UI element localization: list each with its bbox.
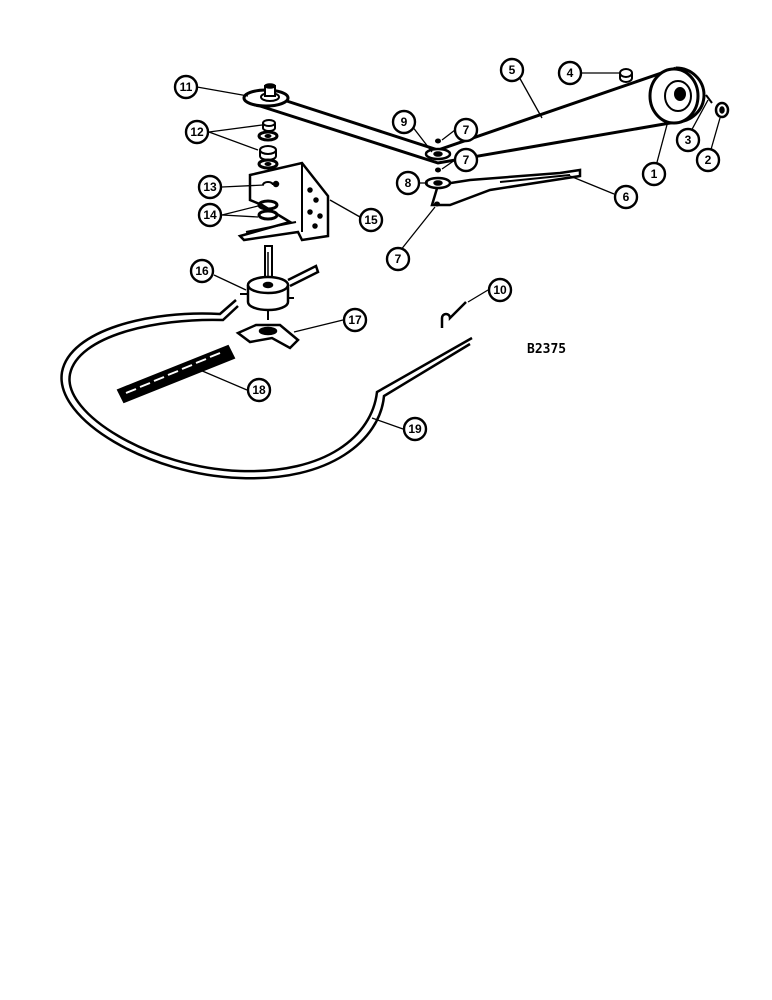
callout-18: 18 <box>246 377 272 403</box>
spindle-washer-top <box>262 119 276 132</box>
bracket-housing <box>237 161 330 242</box>
knife-section <box>116 344 236 404</box>
svg-text:1: 1 <box>651 167 658 181</box>
drive-pulley <box>648 67 700 125</box>
callout-14: 14 <box>197 202 223 228</box>
svg-text:9: 9 <box>401 115 408 129</box>
blade-carrier <box>235 323 300 350</box>
svg-text:12: 12 <box>190 125 204 139</box>
v-belt <box>248 66 706 165</box>
svg-text:18: 18 <box>252 383 266 397</box>
lower-washer-1 <box>257 199 279 211</box>
idler-arm <box>430 168 582 207</box>
svg-text:3: 3 <box>685 133 692 147</box>
svg-text:6: 6 <box>623 190 630 204</box>
nut-1 <box>435 138 441 144</box>
callout-9: 9 <box>391 109 417 135</box>
guard-rod <box>60 299 473 480</box>
nut-3 <box>434 201 440 207</box>
clip <box>262 181 274 186</box>
spindle-bearing <box>257 130 279 142</box>
gearbox-hub <box>240 264 320 320</box>
callout-17: 17 <box>342 307 368 333</box>
svg-text:11: 11 <box>180 80 193 94</box>
pin <box>705 94 713 104</box>
callout-13: 13 <box>197 174 223 200</box>
callout-7a: 7 <box>453 117 479 143</box>
callout-4: 4 <box>557 60 583 86</box>
svg-text:15: 15 <box>364 213 378 227</box>
washer <box>714 101 730 119</box>
svg-text:4: 4 <box>567 66 574 80</box>
svg-text:5: 5 <box>509 63 516 77</box>
callout-11: 11 <box>173 74 199 100</box>
callout-3: 3 <box>675 127 701 153</box>
svg-text:2: 2 <box>705 153 712 167</box>
callout-16: 16 <box>189 258 215 284</box>
callout-2: 2 <box>695 147 721 173</box>
svg-text:13: 13 <box>203 180 217 194</box>
callout-1: 1 <box>641 161 667 187</box>
lower-washer-2 <box>257 209 279 221</box>
svg-text:7: 7 <box>395 252 402 266</box>
spindle-bearing-lower <box>257 158 279 170</box>
svg-text:8: 8 <box>405 176 412 190</box>
idler-pulley-lower <box>424 176 452 190</box>
callout-7c: 7 <box>385 246 411 272</box>
callout-12: 12 <box>184 119 210 145</box>
callout-5: 5 <box>499 57 525 83</box>
callout-8: 8 <box>395 170 421 196</box>
bushing <box>619 68 633 83</box>
callout-10: 10 <box>487 277 513 303</box>
svg-text:17: 17 <box>348 313 362 327</box>
svg-text:16: 16 <box>195 264 209 278</box>
svg-text:7: 7 <box>463 153 470 167</box>
svg-text:14: 14 <box>203 208 217 222</box>
spindle-washer-mid <box>259 145 277 161</box>
callout-7b: 7 <box>453 147 479 173</box>
idler-pulley-upper <box>424 147 452 161</box>
upper-pulley <box>242 83 290 108</box>
callout-19: 19 <box>402 416 428 442</box>
svg-text:10: 10 <box>493 283 507 297</box>
nut-2 <box>435 167 441 173</box>
hook <box>440 301 467 328</box>
drawing-code: B2375 <box>527 342 566 357</box>
leader-lines <box>196 72 721 430</box>
svg-text:7: 7 <box>463 123 470 137</box>
svg-text:19: 19 <box>408 422 422 436</box>
callout-6: 6 <box>613 184 639 210</box>
callout-15: 15 <box>358 207 384 233</box>
